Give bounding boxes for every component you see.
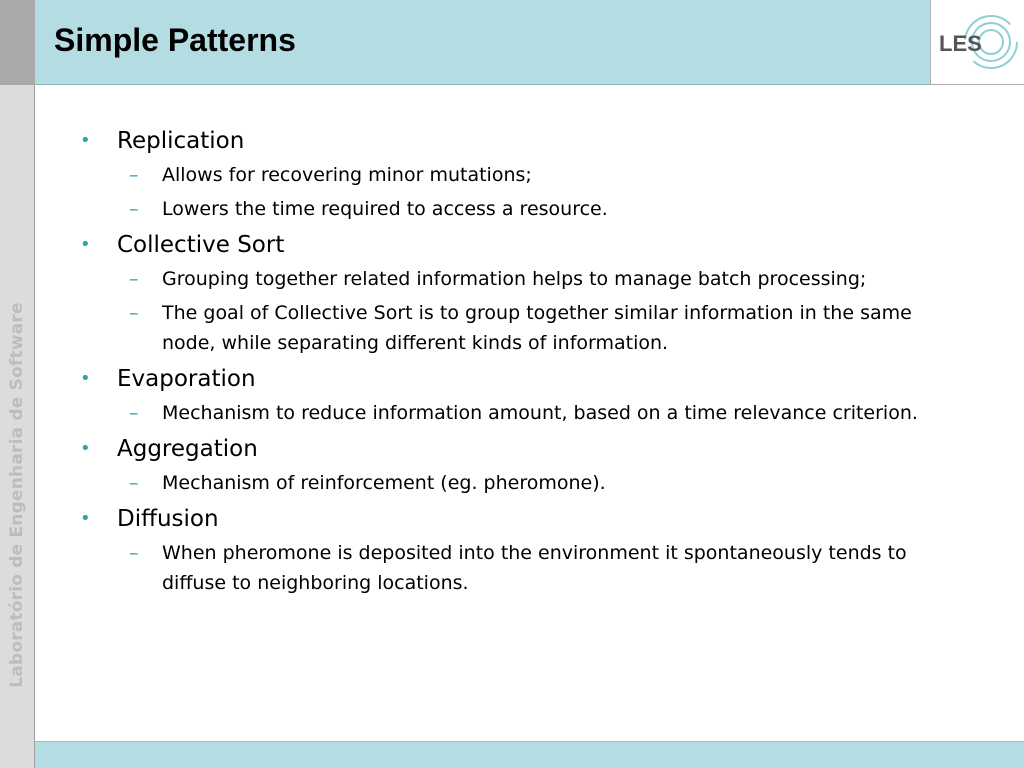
- bullet-item: • Replication – Allows for recovering minor…: [80, 124, 980, 224]
- sub-bullet-row: – Lowers the time required to access a re…: [129, 194, 962, 224]
- bullet-item: • Aggregation – Mechanism of reinforcement …: [80, 432, 980, 498]
- sub-bullet-text: The goal of Collective Sort is to group …: [162, 302, 912, 354]
- sidebar-text: Laboratório de Engenharia de Software: [7, 302, 27, 688]
- bullet-dot-icon: •: [80, 438, 91, 459]
- bullet-row: • Aggregation: [80, 432, 980, 466]
- header: Simple Patterns: [35, 0, 930, 85]
- sub-bullet-text: Grouping together related information he…: [162, 268, 867, 290]
- sub-bullet-row: – Mechanism of reinforcement (eg. pheromo…: [129, 468, 962, 498]
- bullet-label: Replication: [117, 128, 245, 154]
- sub-bullet-row: – Grouping together related information h…: [129, 264, 962, 294]
- dash-icon: –: [129, 268, 139, 290]
- dash-icon: –: [129, 472, 139, 494]
- logo-text: LES: [939, 31, 982, 56]
- bullet-label: Aggregation: [117, 436, 258, 462]
- logo: LES: [930, 0, 1024, 85]
- bullet-list: • Replication – Allows for recovering minor…: [80, 124, 980, 602]
- dash-icon: –: [129, 198, 139, 220]
- sub-bullet-text: When pheromone is deposited into the env…: [162, 542, 907, 594]
- bullet-item: • Evaporation – Mechanism to reduce informa…: [80, 362, 980, 428]
- bullet-label: Collective Sort: [117, 232, 285, 258]
- les-logo-icon: LES: [939, 15, 1018, 69]
- dash-icon: –: [129, 542, 139, 564]
- bullet-item: • Diffusion – When pheromone is deposited i…: [80, 502, 980, 598]
- bullet-label: Diffusion: [117, 506, 219, 532]
- sidebar: Laboratório de Engenharia de Software: [0, 85, 35, 768]
- sub-bullet-row: – When pheromone is deposited into the en…: [129, 538, 962, 598]
- sub-bullet-text: Mechanism of reinforcement (eg. pheromon…: [162, 472, 606, 494]
- bullet-row: • Replication: [80, 124, 980, 158]
- sub-bullet-text: Allows for recovering minor mutations;: [162, 164, 532, 186]
- sub-bullet-text: Lowers the time required to access a res…: [162, 198, 608, 220]
- footer: [35, 741, 1024, 768]
- bullet-dot-icon: •: [80, 368, 91, 389]
- dash-icon: –: [129, 402, 139, 424]
- dash-icon: –: [129, 164, 139, 186]
- page-title: Simple Patterns: [54, 22, 296, 58]
- dash-icon: –: [129, 302, 139, 324]
- bullet-label: Evaporation: [117, 366, 256, 392]
- sub-bullet-row: – The goal of Collective Sort is to group…: [129, 298, 962, 358]
- bullet-dot-icon: •: [80, 508, 91, 529]
- bullet-row: • Evaporation: [80, 362, 980, 396]
- bullet-item: • Collective Sort – Grouping together relat…: [80, 228, 980, 358]
- bullet-row: • Collective Sort: [80, 228, 980, 262]
- bullet-dot-icon: •: [80, 130, 91, 151]
- bullet-row: • Diffusion: [80, 502, 980, 536]
- sub-bullet-row: – Mechanism to reduce information amount,…: [129, 398, 962, 428]
- corner-block: [0, 0, 35, 85]
- bullet-dot-icon: •: [80, 234, 91, 255]
- sub-bullet-row: – Allows for recovering minor mutations;: [129, 160, 962, 190]
- sub-bullet-text: Mechanism to reduce information amount, …: [162, 402, 918, 424]
